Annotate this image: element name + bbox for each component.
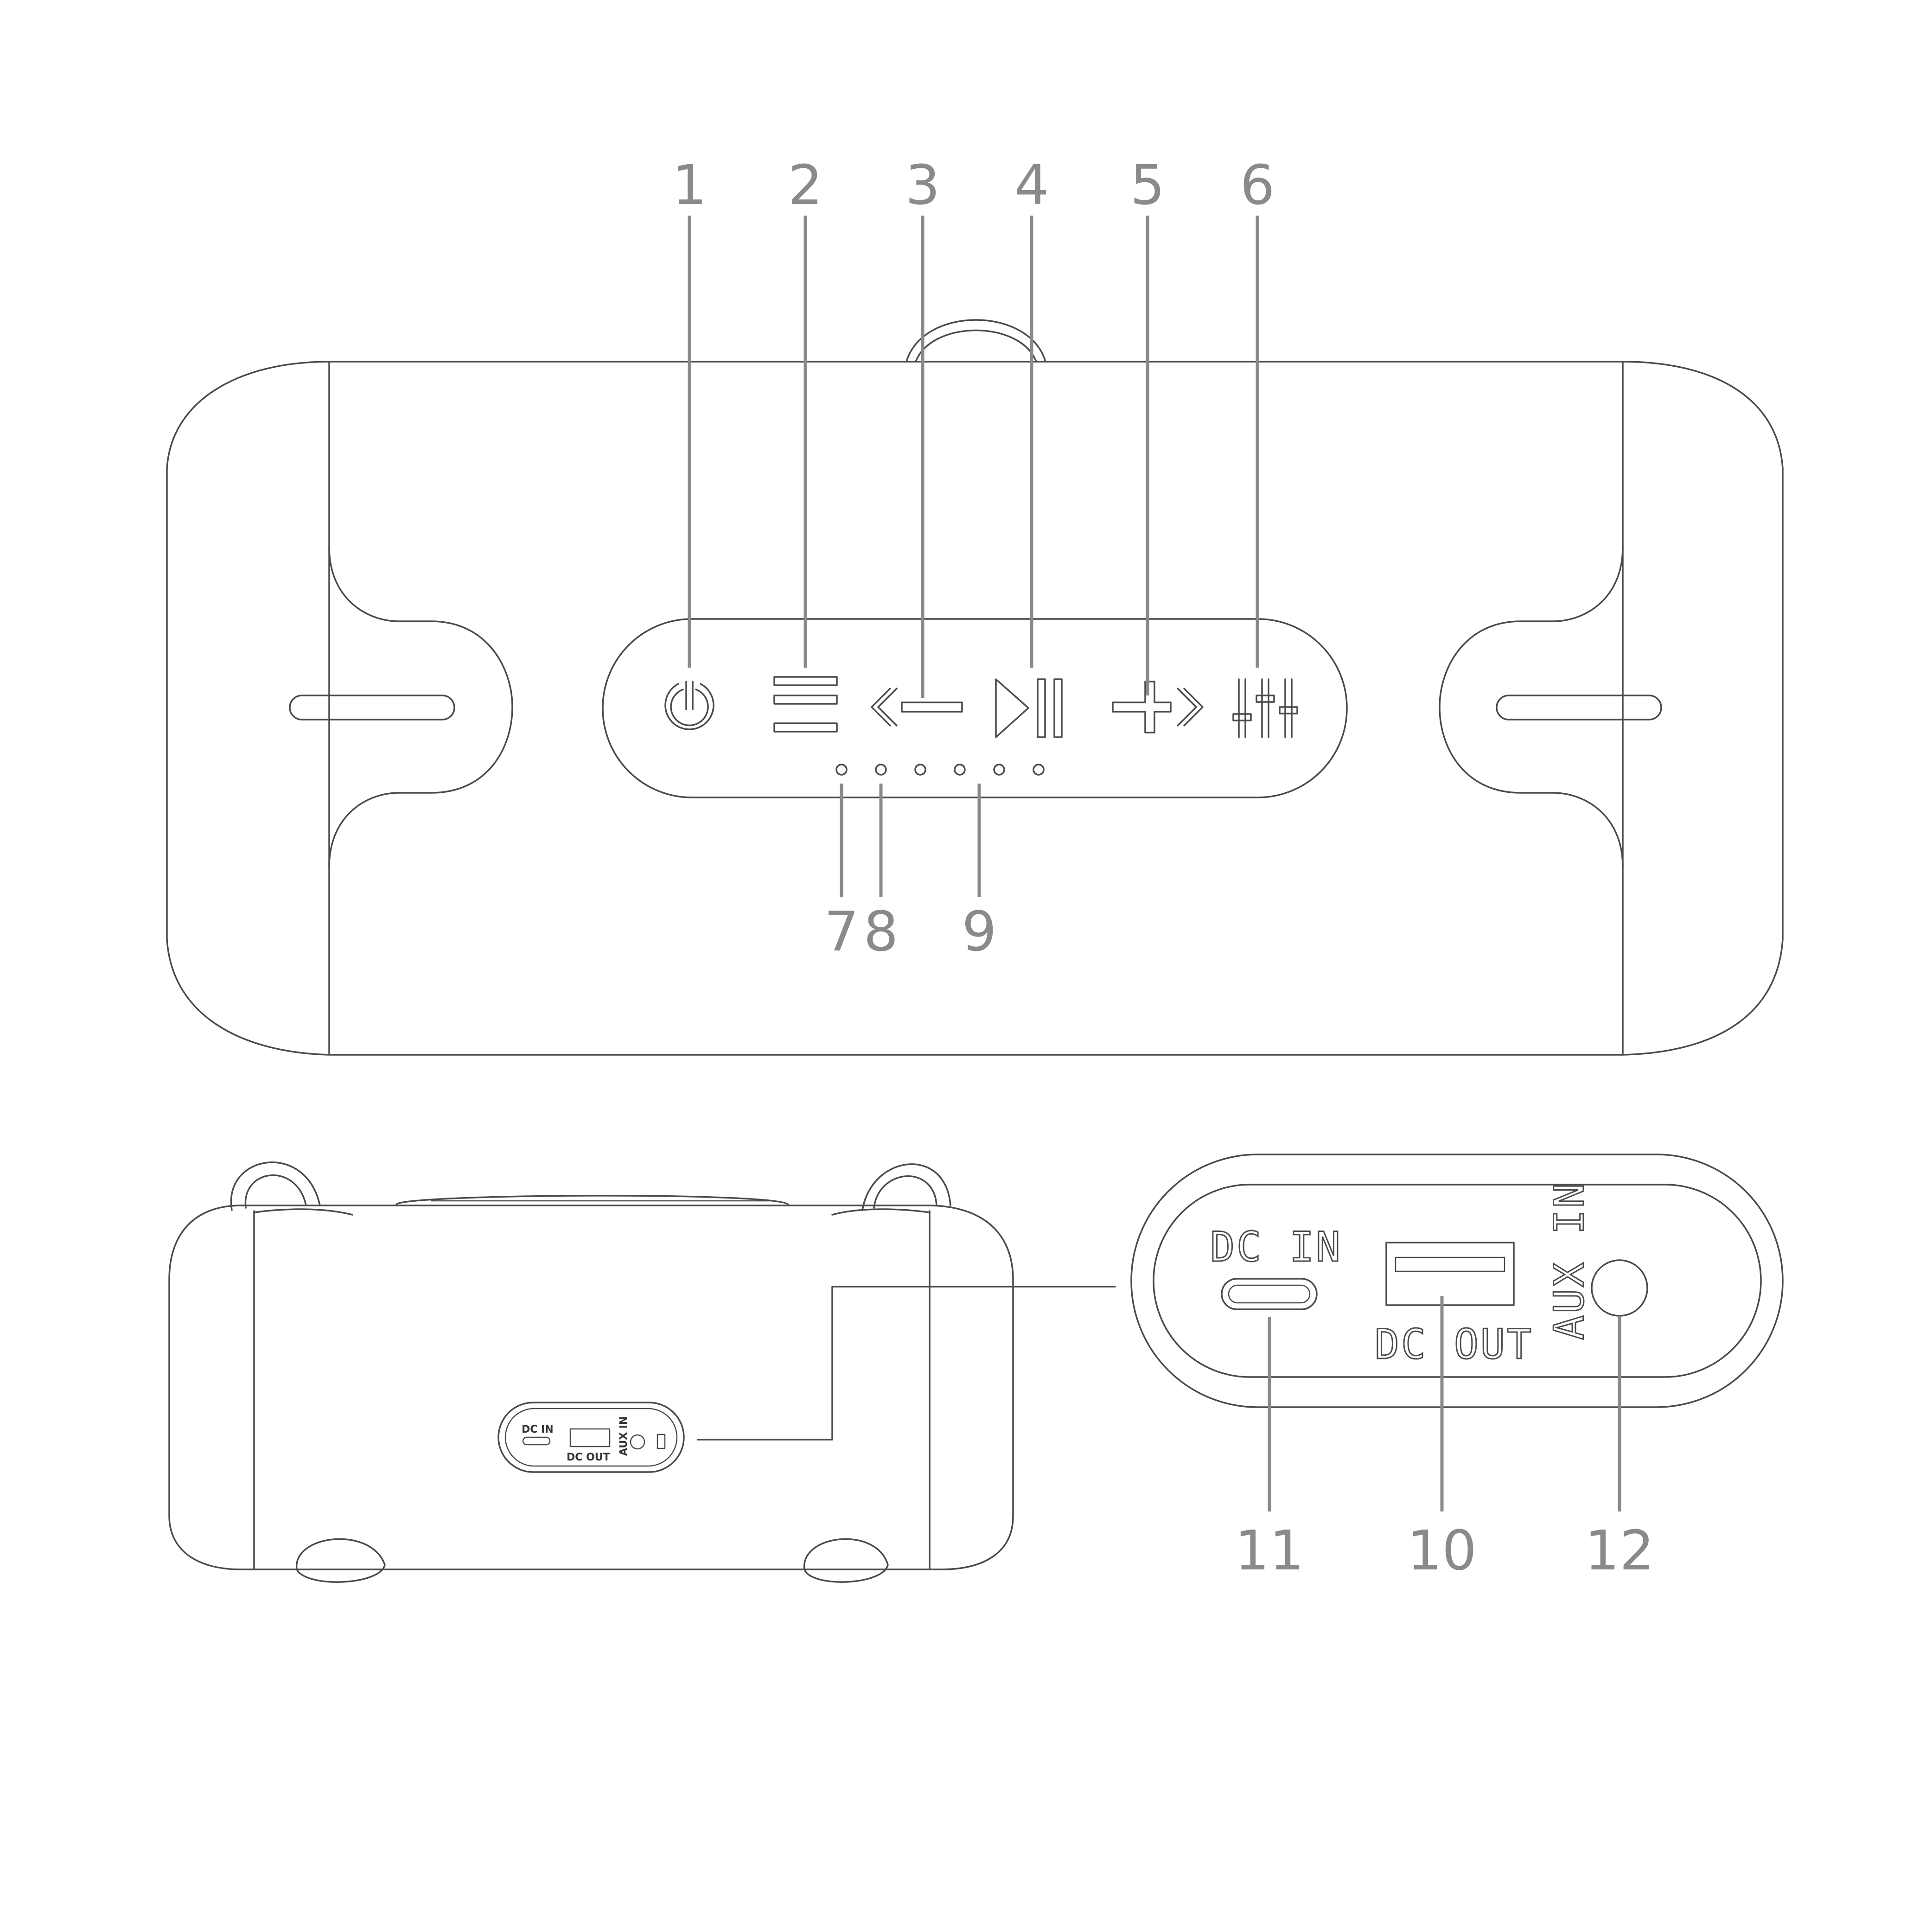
led-9a [914, 764, 926, 776]
zoom-leader [697, 1286, 1116, 1441]
speaker-body-top [166, 361, 1784, 1056]
dc-out-label: DC OUT [1375, 1320, 1533, 1368]
play-pause-icon[interactable] [995, 678, 1063, 738]
aux-in-label: AUX IN [1545, 1181, 1593, 1340]
led-9b [954, 764, 966, 776]
indicator-leds [835, 764, 1045, 776]
volume-down-previous-icon[interactable] [871, 688, 963, 727]
led-7 [835, 764, 848, 776]
side-usb-a-port [569, 1428, 611, 1447]
dc-in-label: DC IN [1210, 1223, 1342, 1271]
side-view: DC IN DC OUT AUX IN [168, 1161, 1116, 1583]
side-dc-out-label: DC OUT [567, 1452, 610, 1463]
right-slot [1496, 695, 1662, 721]
callout-10: 10 [1407, 1518, 1477, 1582]
callout-5: 5 [1130, 153, 1165, 217]
callout-9: 9 [962, 899, 996, 963]
side-usb-c-port [522, 1436, 551, 1446]
usb-c-port[interactable] [1221, 1278, 1318, 1310]
left-slot [289, 695, 455, 721]
control-panel [602, 618, 1348, 798]
strap-loop [905, 319, 1046, 363]
volume-up-next-icon[interactable] [1112, 681, 1204, 733]
callout-12: 12 [1585, 1518, 1654, 1582]
callout-4: 4 [1014, 153, 1049, 217]
led-8 [875, 764, 887, 776]
callout-8: 8 [863, 899, 898, 963]
right-end-lobe [1439, 546, 1624, 868]
callout-7: 7 [824, 899, 859, 963]
port-panel-zoom: DC IN DC OUT AUX IN 11 10 12 [1130, 1154, 1784, 1582]
usb-a-port[interactable] [1385, 1242, 1515, 1306]
menu-icon[interactable] [773, 676, 838, 733]
equalizer-icon[interactable] [1232, 678, 1298, 738]
side-dc-in-label: DC IN [522, 1424, 554, 1435]
callout-6: 6 [1240, 153, 1275, 217]
aux-jack[interactable] [1591, 1259, 1648, 1317]
side-aux-in-label: AUX IN [618, 1416, 630, 1456]
side-aux-jack [630, 1434, 645, 1450]
top-view: 1 2 3 4 5 6 7 8 9 [166, 153, 1784, 1056]
callout-2: 2 [788, 153, 823, 217]
callout-11: 11 [1235, 1518, 1304, 1582]
callout-3: 3 [905, 153, 940, 217]
led-9d [1033, 764, 1045, 776]
callout-1: 1 [672, 153, 707, 217]
led-9c [993, 764, 1005, 776]
top-leaders [688, 216, 1259, 897]
side-port-panel: DC IN DC OUT AUX IN [497, 1402, 685, 1473]
power-icon[interactable] [664, 681, 714, 730]
speaker-body-side [168, 1205, 1014, 1570]
left-end-lobe [328, 546, 513, 868]
